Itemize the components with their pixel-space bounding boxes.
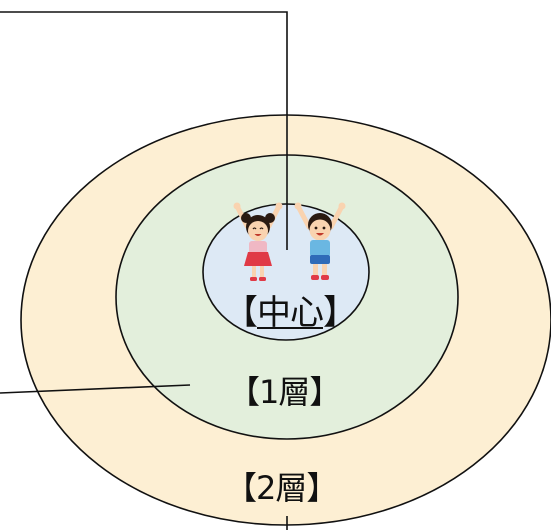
boy-figure [294, 202, 346, 280]
connector-line-center [0, 11, 288, 250]
center-circle [202, 203, 370, 341]
connector-line-layer-1 [0, 384, 191, 394]
layer-1-label: 【1層】 [228, 373, 341, 411]
layer-2-label: 【2層】 [225, 469, 338, 507]
center-label-close-bracket: 】 [323, 293, 357, 333]
center-label-text: 中心 [257, 293, 324, 333]
children-cheering-illustration [233, 202, 346, 281]
center-label-open-bracket: 【 [224, 293, 258, 333]
girl-figure [233, 202, 283, 281]
center-label: 【中心】 [224, 293, 357, 333]
